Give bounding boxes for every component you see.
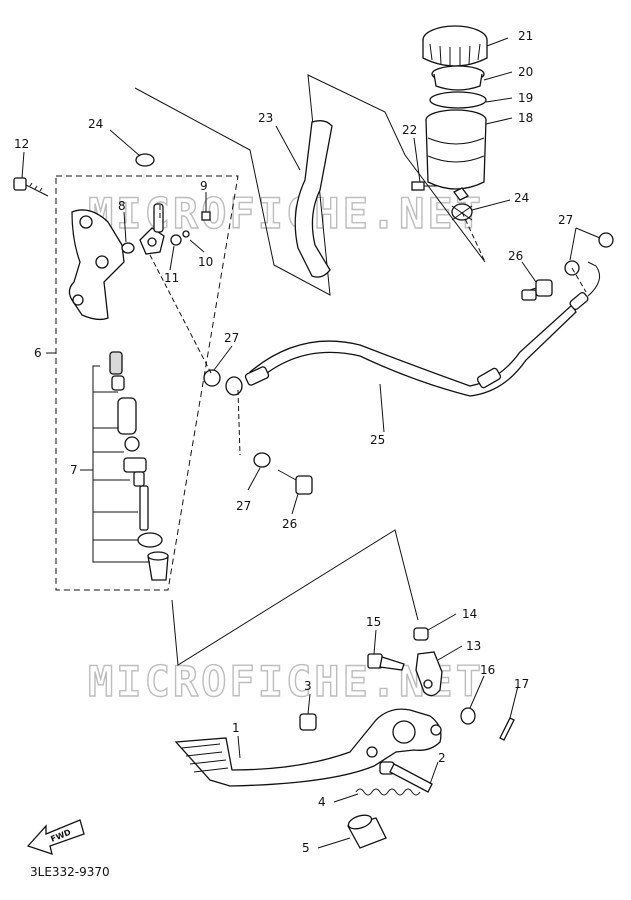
union-bolt-26-right <box>521 279 553 301</box>
watermark-top: MICROFICHE.NET <box>88 189 484 238</box>
clevis-13 <box>415 651 443 697</box>
washer-10b <box>182 230 190 238</box>
callout-1: 1 <box>232 721 240 735</box>
hose-fittings <box>225 261 601 396</box>
clip-24 <box>135 153 164 233</box>
reservoir-cap-21 <box>422 25 488 67</box>
callout-5: 5 <box>302 841 310 855</box>
union-bolt-26-bottom <box>277 469 313 495</box>
front-direction-arrow: FWD <box>26 819 85 855</box>
plate-19 <box>429 91 487 109</box>
hose-joint-11 <box>139 227 165 255</box>
washer-27-right-b <box>598 232 614 248</box>
callout-3: 3 <box>304 679 312 693</box>
callout-24-right: 24 <box>514 191 529 205</box>
callout-21: 21 <box>518 29 533 43</box>
callouts: 21 20 19 18 22 24 23 24 12 8 9 11 10 6 2… <box>14 29 573 855</box>
callout-22: 22 <box>402 123 417 137</box>
screw-22 <box>411 181 438 191</box>
diaphragm-20 <box>431 65 485 91</box>
callout-27-bottom: 27 <box>236 499 251 513</box>
brake-hose-25 <box>249 303 577 397</box>
callout-10: 10 <box>198 255 213 269</box>
callout-26-bottom: 26 <box>282 517 297 531</box>
callout-20: 20 <box>518 65 533 79</box>
callout-18: 18 <box>518 111 533 125</box>
piston-kit-bracket <box>92 365 150 563</box>
washer-27-left <box>203 369 221 387</box>
callout-9: 9 <box>200 179 208 193</box>
callout-25: 25 <box>370 433 385 447</box>
watermark-bottom: MICROFICHE.NET <box>88 657 484 706</box>
callout-8: 8 <box>118 199 126 213</box>
screw-9 <box>201 211 211 221</box>
callout-12: 12 <box>14 137 29 151</box>
connector-lines <box>149 205 587 456</box>
callout-16: 16 <box>480 663 495 677</box>
diagram-code: 3LE332-9370 <box>30 865 110 879</box>
callout-26-right: 26 <box>508 249 523 263</box>
callout-11: 11 <box>164 271 179 285</box>
callout-2: 2 <box>438 751 446 765</box>
bolt-12 <box>13 177 49 197</box>
callout-19: 19 <box>518 91 533 105</box>
callout-6: 6 <box>34 346 42 360</box>
nut-3 <box>299 713 317 731</box>
callout-4: 4 <box>318 795 326 809</box>
master-cylinder-group-box <box>55 175 239 591</box>
callout-7: 7 <box>70 463 78 477</box>
callout-23: 23 <box>258 111 273 125</box>
callout-14: 14 <box>462 607 477 621</box>
nut-14 <box>413 627 429 641</box>
callout-27-right: 27 <box>558 213 573 227</box>
callout-leaders <box>21 37 601 849</box>
bushing-5 <box>347 814 387 849</box>
master-cylinder-6 <box>68 209 125 321</box>
reservoir-tank-18 <box>425 109 487 201</box>
callout-24-left: 24 <box>88 117 103 131</box>
pedal-shaft-2 <box>379 761 433 793</box>
washer-16 <box>460 707 476 725</box>
bolt-15 <box>367 653 405 671</box>
washer-27-bottom <box>253 452 271 468</box>
washer-10 <box>170 234 182 246</box>
piston-kit-7 <box>109 351 169 581</box>
o-ring-8 <box>121 242 135 254</box>
callout-17: 17 <box>514 677 529 691</box>
pedal-group-outline <box>171 529 419 666</box>
cotter-pin-17 <box>499 717 515 741</box>
piston-kit-ticks <box>93 391 138 541</box>
brake-pedal-1 <box>174 708 442 787</box>
reservoir-hose-23 <box>294 120 333 278</box>
callout-15: 15 <box>366 615 381 629</box>
callout-13: 13 <box>466 639 481 653</box>
callout-27-left: 27 <box>224 331 239 345</box>
spring-4 <box>355 788 421 796</box>
